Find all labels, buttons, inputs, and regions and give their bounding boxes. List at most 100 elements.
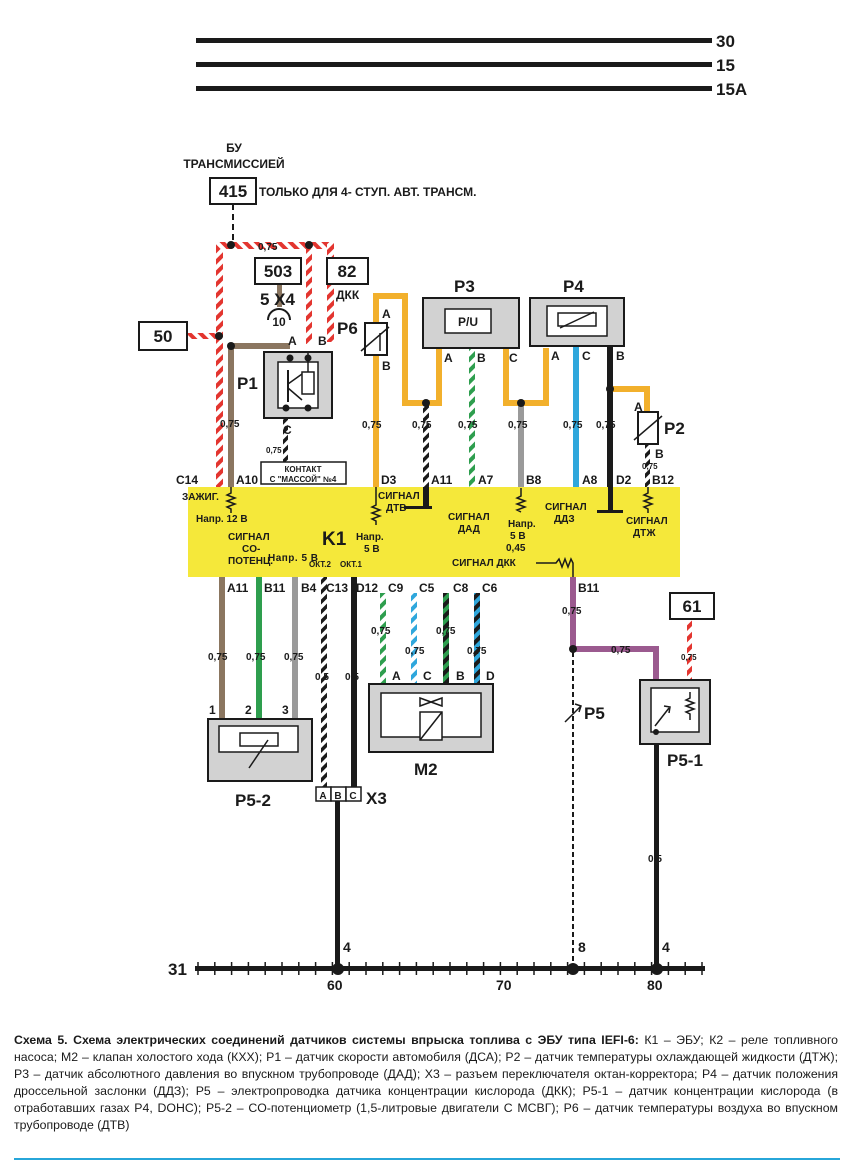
bus-30-label: 30 <box>716 32 735 51</box>
caption-body: К1 – ЭБУ; К2 – реле топливного насоса; М… <box>14 1033 839 1132</box>
svg-text:P/U: P/U <box>458 315 478 329</box>
p4-label: P4 <box>563 277 584 296</box>
svg-text:ДДЗ: ДДЗ <box>554 514 575 525</box>
svg-text:B8: B8 <box>526 473 542 487</box>
svg-text:КОНТАКТ: КОНТАКТ <box>284 465 321 474</box>
svg-text:СИГНАЛ: СИГНАЛ <box>378 491 420 502</box>
p5-2-label: P5-2 <box>235 791 271 810</box>
connector-x3: A B C X3 <box>315 786 387 808</box>
svg-text:C: C <box>283 423 292 437</box>
svg-text:5 В: 5 В <box>510 531 526 542</box>
svg-text:0,75: 0,75 <box>596 420 616 431</box>
svg-text:D: D <box>486 669 495 683</box>
svg-text:1: 1 <box>209 703 216 717</box>
sensor-p5-2: 1 2 3 P5-2 <box>207 703 313 810</box>
p3-label: P3 <box>454 277 475 296</box>
figure-caption: Схема 5. Схема электрических соединений … <box>14 1032 838 1134</box>
svg-text:0,75: 0,75 <box>642 462 658 471</box>
svg-text:C5: C5 <box>419 581 435 595</box>
svg-text:0,75: 0,75 <box>258 242 278 253</box>
p5-symbol <box>564 703 582 723</box>
svg-text:A: A <box>634 400 643 414</box>
svg-text:Напр.: Напр. <box>508 519 536 530</box>
svg-text:B: B <box>477 351 486 365</box>
svg-text:C9: C9 <box>388 581 404 595</box>
svg-text:СИГНАЛ: СИГНАЛ <box>448 512 490 523</box>
svg-text:ДАД: ДАД <box>458 524 480 535</box>
sensor-p6: A P6 B <box>337 307 391 373</box>
x3-label: X3 <box>366 789 387 808</box>
svg-text:A: A <box>392 669 401 683</box>
p5-1-label: P5-1 <box>667 751 703 770</box>
svg-text:B11: B11 <box>264 581 286 595</box>
bu-note: ТОЛЬКО ДЛЯ 4- СТУП. АВТ. ТРАНСМ. <box>259 185 476 199</box>
svg-text:B12: B12 <box>652 473 674 487</box>
svg-text:B: B <box>334 791 341 802</box>
svg-text:Напр. 5 В: Напр. 5 В <box>268 553 318 564</box>
svg-text:60: 60 <box>327 977 343 993</box>
svg-text:B: B <box>456 669 465 683</box>
svg-text:0,75: 0,75 <box>246 652 266 663</box>
svg-text:A10: A10 <box>236 473 258 487</box>
svg-text:C8: C8 <box>453 581 469 595</box>
svg-text:C6: C6 <box>482 581 498 595</box>
p2-label: P2 <box>664 419 685 438</box>
power-buses: 30 15 15А <box>196 32 747 99</box>
contact-box <box>260 461 347 485</box>
svg-text:B: B <box>616 349 625 363</box>
svg-text:A: A <box>288 334 297 348</box>
svg-text:C13: C13 <box>326 581 348 595</box>
svg-text:D12: D12 <box>356 581 378 595</box>
svg-text:0,75: 0,75 <box>563 420 583 431</box>
sensor-p3: P3 P/U A B C <box>422 277 520 365</box>
block-415-label: 415 <box>219 182 247 201</box>
svg-text:0,75: 0,75 <box>362 420 382 431</box>
svg-text:0,75: 0,75 <box>436 626 456 637</box>
m2-label: M2 <box>414 760 438 779</box>
svg-text:С "МАССОЙ" №4: С "МАССОЙ" №4 <box>270 475 337 484</box>
block-61-label: 61 <box>683 597 702 616</box>
sensor-p2: A P2 B 0,75 <box>633 400 685 471</box>
svg-text:5 В: 5 В <box>364 544 380 555</box>
k1-internal <box>224 487 655 577</box>
ecu-k1 <box>188 487 680 577</box>
svg-text:A11: A11 <box>431 473 453 487</box>
block-82 <box>326 257 369 285</box>
x4-pin: 10 <box>272 315 286 329</box>
svg-text:A: A <box>382 307 391 321</box>
svg-text:СИГНАЛ: СИГНАЛ <box>626 516 668 527</box>
block-503 <box>254 257 302 285</box>
block-82-label: 82 <box>338 262 357 281</box>
svg-text:ОКТ.1: ОКТ.1 <box>340 560 363 569</box>
p1-label: P1 <box>237 374 258 393</box>
block-50 <box>138 321 188 351</box>
svg-text:0,75: 0,75 <box>562 606 582 617</box>
svg-text:31: 31 <box>168 960 187 979</box>
bottom-rule <box>14 1158 840 1160</box>
svg-text:C: C <box>349 791 356 802</box>
svg-text:4: 4 <box>343 939 351 955</box>
p6-label: P6 <box>337 319 358 338</box>
svg-text:A: A <box>319 791 326 802</box>
svg-text:0,5: 0,5 <box>648 854 662 865</box>
svg-text:A: A <box>551 349 560 363</box>
svg-text:0,75: 0,75 <box>405 646 425 657</box>
sensor-p4: P4 A C B <box>529 277 625 363</box>
block-503-label: 503 <box>264 262 292 281</box>
svg-text:2: 2 <box>245 703 252 717</box>
svg-text:0,75: 0,75 <box>220 419 240 430</box>
svg-text:ЗАЖИГ.: ЗАЖИГ. <box>182 492 219 503</box>
svg-text:80: 80 <box>647 977 663 993</box>
svg-text:Напр. 12 В: Напр. 12 В <box>196 514 248 525</box>
svg-text:0,75: 0,75 <box>371 626 391 637</box>
p5-label: P5 <box>584 704 605 723</box>
svg-text:0,5: 0,5 <box>315 672 329 683</box>
svg-text:D2: D2 <box>616 473 632 487</box>
svg-text:Напр.: Напр. <box>356 532 384 543</box>
svg-text:A: A <box>444 351 453 365</box>
svg-text:70: 70 <box>496 977 512 993</box>
sensor-p5-1: P5-1 <box>639 679 711 770</box>
svg-text:ДТЖ: ДТЖ <box>633 528 656 539</box>
x4-label: 5 X4 <box>260 290 296 309</box>
svg-text:0,75: 0,75 <box>508 420 528 431</box>
